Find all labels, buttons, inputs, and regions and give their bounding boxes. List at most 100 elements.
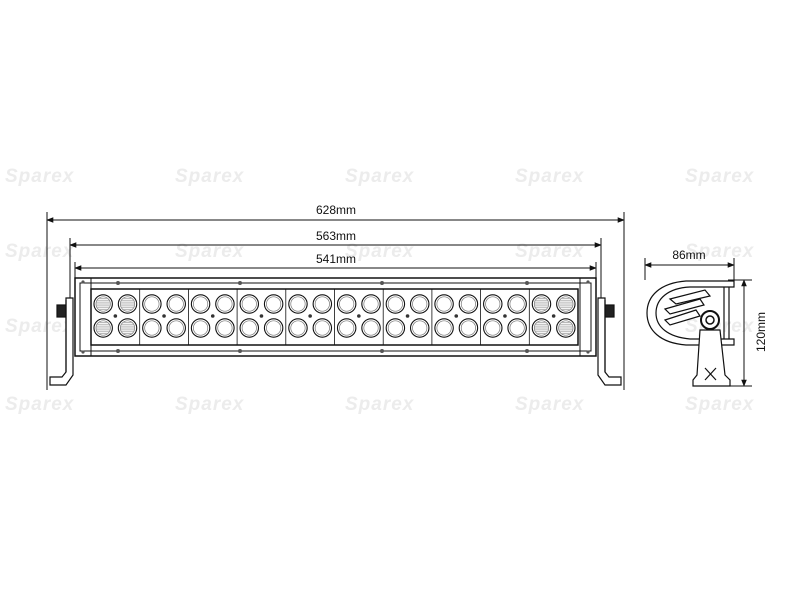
flood-led	[385, 294, 406, 314]
led-reflector	[119, 296, 136, 312]
led-reflector	[144, 320, 160, 336]
height-label: 120mm	[754, 312, 768, 352]
watermark: Sparex	[175, 241, 245, 262]
watermark: Sparex	[175, 394, 245, 415]
flood-led	[312, 318, 333, 338]
led-reflector	[387, 320, 403, 336]
led-reflector	[387, 296, 403, 312]
led-reflector	[168, 320, 184, 336]
led-reflector	[266, 320, 282, 336]
flood-led	[215, 318, 235, 338]
housing-inner	[79, 282, 592, 352]
flood-led	[483, 294, 503, 314]
led-reflector	[485, 320, 501, 336]
section-center-dot	[113, 314, 118, 318]
watermark: Sparex	[685, 166, 755, 187]
flood-led	[239, 294, 260, 314]
flood-led	[263, 318, 284, 338]
flood-led	[409, 294, 430, 314]
led-reflector	[460, 296, 476, 312]
flood-led	[336, 294, 357, 314]
light-bar-side-view	[646, 280, 735, 387]
flood-led	[288, 294, 308, 314]
led-reflector	[217, 296, 233, 312]
led-reflector	[290, 320, 306, 336]
led-reflector	[412, 320, 428, 336]
section-center-dot	[551, 314, 556, 318]
flood-led	[215, 294, 235, 314]
led-reflector	[217, 320, 233, 336]
side-fin	[663, 298, 705, 315]
housing-outer	[74, 277, 597, 357]
flood-led	[263, 294, 284, 314]
flood-led	[483, 318, 503, 338]
section-center-dot	[162, 314, 166, 318]
watermark: Sparex	[515, 241, 585, 262]
watermark: Sparex	[685, 241, 755, 262]
body-width-label: 541mm	[316, 252, 356, 266]
led-reflector	[558, 320, 574, 336]
led-reflector	[436, 320, 452, 336]
watermark: Sparex	[5, 316, 75, 337]
flood-led	[312, 294, 333, 314]
led-reflector	[95, 320, 111, 336]
flood-led	[142, 294, 162, 314]
watermark: Sparex	[345, 166, 415, 187]
flood-led	[361, 318, 381, 338]
led-reflector	[509, 320, 525, 336]
section-center-dot	[210, 314, 215, 318]
side-dimensions	[644, 258, 752, 387]
flood-led	[507, 318, 527, 338]
light-bar-front-view	[49, 277, 622, 386]
led-reflector	[460, 320, 476, 336]
section-center-dot	[357, 314, 361, 318]
led-reflector	[533, 296, 550, 312]
led-reflector	[144, 296, 160, 312]
watermark: Sparex	[5, 241, 75, 262]
housing-screws	[81, 280, 590, 354]
watermark: Sparex	[685, 394, 755, 415]
flood-led	[409, 318, 430, 338]
led-reflector	[314, 320, 330, 336]
watermark: Sparex	[5, 166, 75, 187]
led-reflector	[363, 296, 379, 312]
end-cap-right	[579, 277, 597, 357]
flood-led	[239, 318, 260, 338]
flood-led	[458, 318, 479, 338]
led-reflector	[485, 296, 501, 312]
led-reflector	[119, 320, 136, 336]
section-center-dot	[259, 314, 264, 318]
led-reflector	[168, 296, 184, 312]
left-mount-bracket	[49, 297, 74, 386]
led-reflector	[290, 296, 306, 312]
side-bracket-detail	[704, 367, 717, 381]
flood-led	[142, 318, 162, 338]
led-reflector	[193, 320, 209, 336]
side-housing	[646, 280, 735, 346]
led-reflector	[412, 296, 428, 312]
bracket-span-label: 563mm	[316, 229, 356, 243]
led-reflector	[533, 320, 550, 336]
flood-led	[190, 294, 211, 314]
flood-led	[336, 318, 357, 338]
led-reflector	[193, 296, 209, 312]
section-center-dot	[308, 314, 312, 318]
led-reflector	[363, 320, 379, 336]
flood-led	[385, 318, 406, 338]
side-pivot-inner	[705, 315, 715, 325]
led-reflector	[436, 296, 452, 312]
led-array	[93, 289, 576, 345]
right-mount-bracket	[597, 297, 622, 386]
section-center-dot	[454, 314, 459, 318]
watermark: Sparex	[175, 166, 245, 187]
end-cap-left	[74, 277, 92, 357]
led-reflector	[509, 296, 525, 312]
flood-led	[166, 294, 186, 314]
side-bracket	[692, 329, 731, 387]
depth-label: 86mm	[672, 248, 705, 262]
side-fin	[663, 309, 701, 326]
flood-led	[434, 318, 454, 338]
flood-led	[190, 318, 211, 338]
flood-led	[507, 294, 527, 314]
